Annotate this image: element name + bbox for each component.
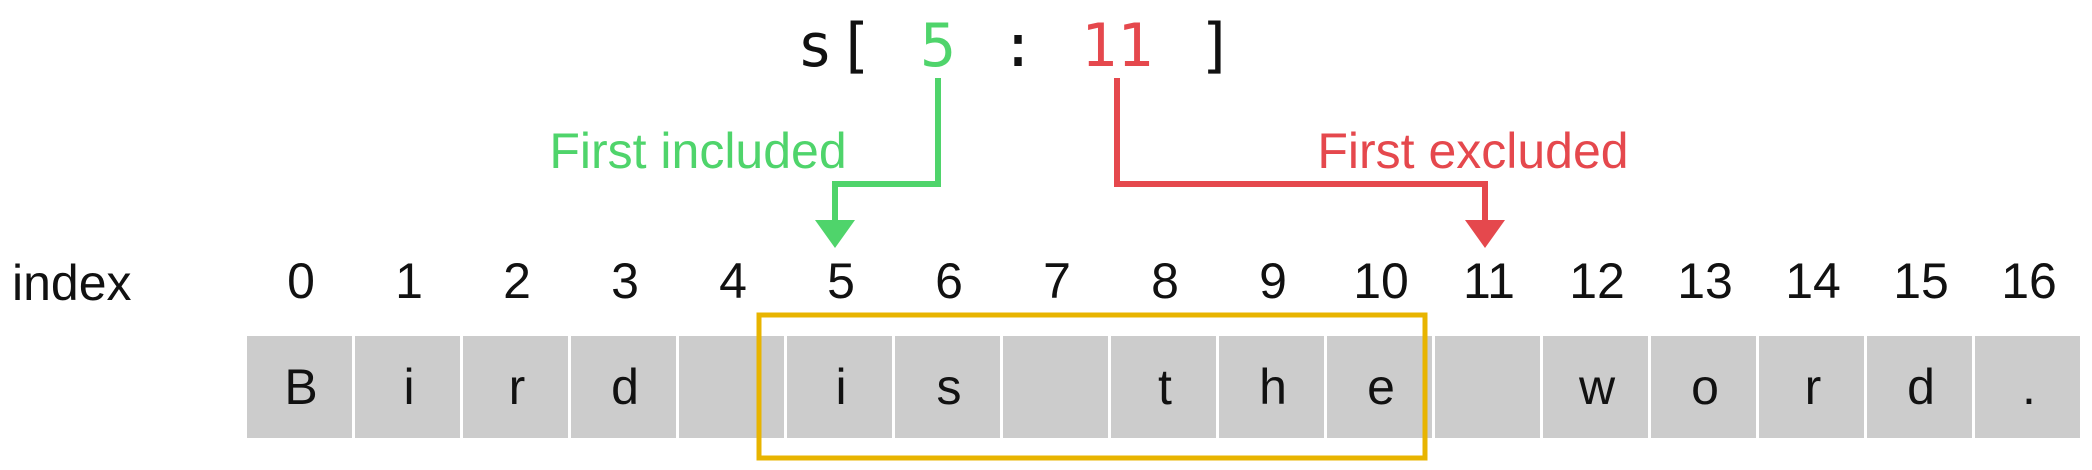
cell-box — [1219, 336, 1324, 438]
index-number: 14 — [1785, 253, 1841, 309]
cell-character: . — [2022, 359, 2036, 415]
cell-box — [1867, 336, 1972, 438]
cell-box — [1111, 336, 1216, 438]
cell-character: h — [1259, 359, 1287, 415]
slice-start: 5 — [920, 11, 956, 81]
character-cell: e — [1327, 336, 1432, 438]
first-included-label: First included — [549, 123, 846, 179]
index-number: 0 — [287, 253, 315, 309]
cell-character: o — [1691, 359, 1719, 415]
cell-character: d — [611, 359, 639, 415]
index-number: 13 — [1677, 253, 1733, 309]
cell-box — [1975, 336, 2080, 438]
character-cell — [679, 336, 784, 438]
cell-character: e — [1367, 359, 1395, 415]
character-cell: i — [355, 336, 460, 438]
character-cell: w — [1543, 336, 1648, 438]
cell-box — [1003, 336, 1108, 438]
character-cell: . — [1975, 336, 2080, 438]
index-number: 8 — [1151, 253, 1179, 309]
character-cell: d — [571, 336, 676, 438]
character-cell: o — [1651, 336, 1756, 438]
index-number: 5 — [827, 253, 855, 309]
cell-box — [1759, 336, 1864, 438]
cell-box — [355, 336, 460, 438]
index-number: 1 — [395, 253, 423, 309]
character-cell: i — [787, 336, 892, 438]
character-cell: t — [1111, 336, 1216, 438]
index-label: index — [12, 255, 132, 311]
cell-character: i — [403, 359, 414, 415]
slice-open-bracket: [ — [837, 11, 873, 81]
selection-highlight-box — [756, 312, 1428, 461]
cell-box — [247, 336, 352, 438]
index-number: 9 — [1259, 253, 1287, 309]
character-cell: s — [895, 336, 1000, 438]
character-cell — [1435, 336, 1540, 438]
cell-character: s — [937, 359, 962, 415]
cell-box — [895, 336, 1000, 438]
cell-box — [1651, 336, 1756, 438]
first-included-arrowhead — [815, 220, 855, 248]
index-number: 10 — [1353, 253, 1409, 309]
cell-box — [1435, 336, 1540, 438]
index-number: 11 — [1463, 253, 1515, 309]
index-number: 15 — [1893, 253, 1949, 309]
slice-close-bracket: ] — [1198, 11, 1234, 81]
character-cell: r — [463, 336, 568, 438]
index-number: 2 — [503, 253, 531, 309]
cell-box — [571, 336, 676, 438]
index-number: 6 — [935, 253, 963, 309]
cell-box — [679, 336, 784, 438]
first-included-arrow — [832, 78, 941, 220]
cell-character: r — [509, 359, 526, 415]
cell-box — [1543, 336, 1648, 438]
index-number: 12 — [1569, 253, 1625, 309]
index-number: 16 — [2001, 253, 2057, 309]
cell-character: i — [835, 359, 846, 415]
character-cell: r — [1759, 336, 1864, 438]
character-cell: h — [1219, 336, 1324, 438]
first-excluded-label: First excluded — [1317, 123, 1628, 179]
cell-box — [463, 336, 568, 438]
index-number: 7 — [1043, 253, 1071, 309]
slice-stop: 11 — [1081, 11, 1153, 81]
cell-box — [787, 336, 892, 438]
slice-variable: s — [797, 11, 833, 81]
character-cell — [1003, 336, 1108, 438]
index-number: 4 — [719, 253, 747, 309]
character-cell: B — [247, 336, 352, 438]
first-excluded-arrowhead — [1465, 220, 1505, 248]
cell-character: w — [1578, 359, 1616, 415]
first-excluded-arrow — [1114, 78, 1488, 220]
index-number: 3 — [611, 253, 639, 309]
cell-character: t — [1158, 359, 1172, 415]
cell-character: r — [1805, 359, 1822, 415]
cell-character: B — [284, 359, 317, 415]
cell-box — [1327, 336, 1432, 438]
character-cell: d — [1867, 336, 1972, 438]
cell-character: d — [1907, 359, 1935, 415]
slice-colon: : — [1000, 11, 1036, 81]
